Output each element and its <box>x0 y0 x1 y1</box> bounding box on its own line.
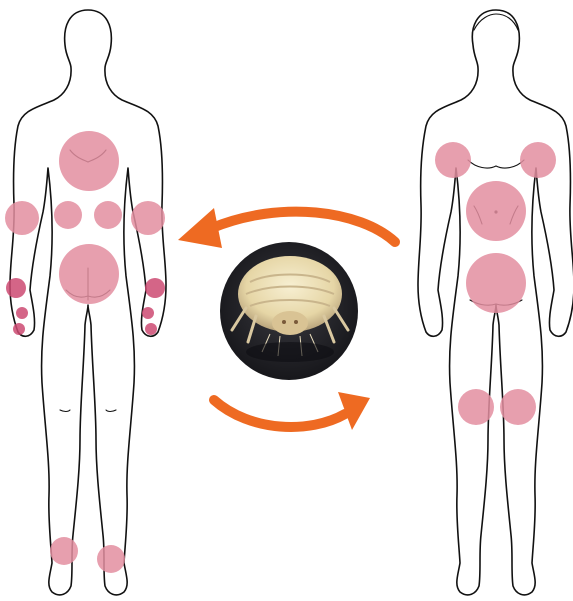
back-view-figure <box>5 10 166 595</box>
arrow-top-curved <box>212 212 395 242</box>
mite-photo-icon <box>220 242 358 380</box>
back-spot-left-ankle <box>50 537 78 565</box>
front-spot-groin <box>466 253 526 313</box>
front-view-figure <box>418 10 573 595</box>
arrow-top-head <box>178 208 222 248</box>
back-spot-right-wrist <box>145 278 165 298</box>
back-spot-right-ankle <box>97 545 125 573</box>
back-knee-lines <box>60 410 116 412</box>
front-spot-right-knee <box>500 389 536 425</box>
back-spot-right-finger-1 <box>142 307 154 319</box>
front-spot-right-armpit <box>520 142 556 178</box>
front-spot-left-armpit <box>435 142 471 178</box>
back-spot-left-finger-1 <box>16 307 28 319</box>
back-spot-right-waist <box>94 201 122 229</box>
back-spot-buttocks <box>59 244 119 304</box>
back-spot-left-waist <box>54 201 82 229</box>
back-spot-left-elbow <box>5 201 39 235</box>
back-spot-right-elbow <box>131 201 165 235</box>
front-spot-left-knee <box>458 389 494 425</box>
back-spot-right-finger-2 <box>145 323 157 335</box>
back-spot-upper-back <box>59 131 119 191</box>
back-spot-left-wrist <box>6 278 26 298</box>
arrow-bottom-curved <box>214 400 345 427</box>
back-spot-left-finger-2 <box>13 323 25 335</box>
front-spot-abdomen <box>466 181 526 241</box>
front-chest-lines <box>468 160 524 168</box>
